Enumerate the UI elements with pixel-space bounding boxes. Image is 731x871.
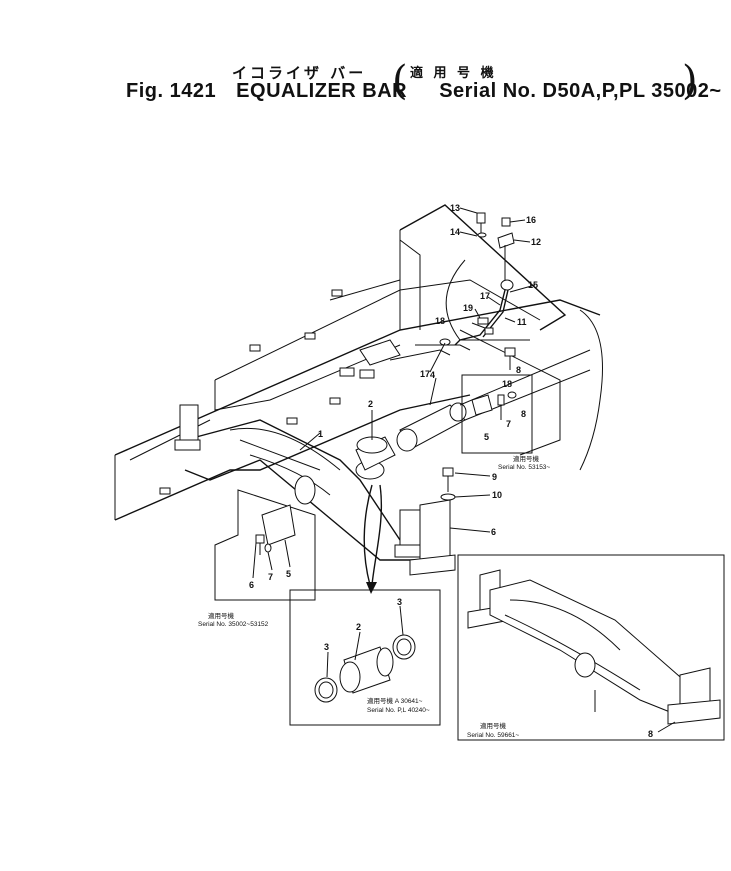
inset-35002-53152 [214,489,316,601]
figure-name: EQUALIZER BAR [236,80,408,102]
callout-14: 14 [450,227,460,237]
equalizer-bar [174,404,431,561]
close-paren: ) [682,58,698,104]
note-53153: Serial No. 53153~ [498,464,550,471]
inset-53153 [461,374,533,454]
callout-2: 2 [368,399,373,409]
callout-2-detail: 2 [356,622,361,632]
callout-12: 12 [531,237,541,247]
lube-line-assembly [415,212,536,370]
callout-labels: 13 14 16 12 15 17 19 18 11 17 8 4 18 8 2… [249,203,653,739]
callout-5-lower: 5 [286,569,291,579]
callout-9: 9 [492,472,497,482]
note-35002-53152: Serial No. 35002~53152 [198,621,269,628]
callout-11: 11 [517,317,527,327]
callout-7-lower: 7 [268,572,273,582]
detail-arrow [363,484,383,594]
callout-8-upper: 8 [516,365,521,375]
callout-3-right: 3 [397,597,402,607]
callout-7-inset: 7 [506,419,511,429]
bolt-washer [440,467,491,501]
note-59661-jp: 適用号機 [480,721,507,730]
callout-3-left: 3 [324,642,329,652]
serial-japanese: 適 用 号 機 [410,66,497,81]
callout-8-inset: 8 [521,409,526,419]
note-40240: Serial No. P,L 40240~ [367,707,430,714]
callout-18: 18 [435,316,445,326]
callout-13: 13 [450,203,460,213]
inset-59661 [457,554,725,741]
note-53153-jp: 適用号機 [513,454,540,463]
callout-17-lower: 17 [420,369,430,379]
callout-19: 19 [463,303,473,313]
note-30641-jp: 適用号機 A 30641~ [367,696,423,705]
callout-4: 4 [430,370,435,380]
callout-10: 10 [492,490,502,500]
callout-8-inset2: 8 [648,729,653,739]
title-japanese: イコライザ バー [232,64,367,82]
mount-bracket [409,499,491,576]
figure-title: Fig. 1421 EQUALIZER BAR Serial No. D50A,… [126,80,722,103]
callout-5-inset: 5 [484,432,489,442]
callout-6-inset: 6 [249,580,254,590]
main-frame [114,204,603,521]
callout-17-upper: 17 [480,291,490,301]
note-35002-53152-jp: 適用号機 [208,611,235,620]
figure-number: Fig. 1421 [126,80,217,102]
serial-range: Serial No. D50A,P,PL 35002~ [439,80,722,102]
serial-notes: 適用号機 Serial No. 53153~ 適用号機 Serial No. 3… [198,454,550,739]
callout-15: 15 [528,280,538,290]
callout-6: 6 [491,527,496,537]
callout-18-inset: 18 [502,379,512,389]
bushing-detail [289,589,441,726]
open-paren: ( [392,58,408,104]
callout-1: 1 [318,429,323,439]
note-59661: Serial No. 59661~ [467,732,519,739]
leader-lines [252,207,676,733]
callout-16: 16 [526,215,536,225]
